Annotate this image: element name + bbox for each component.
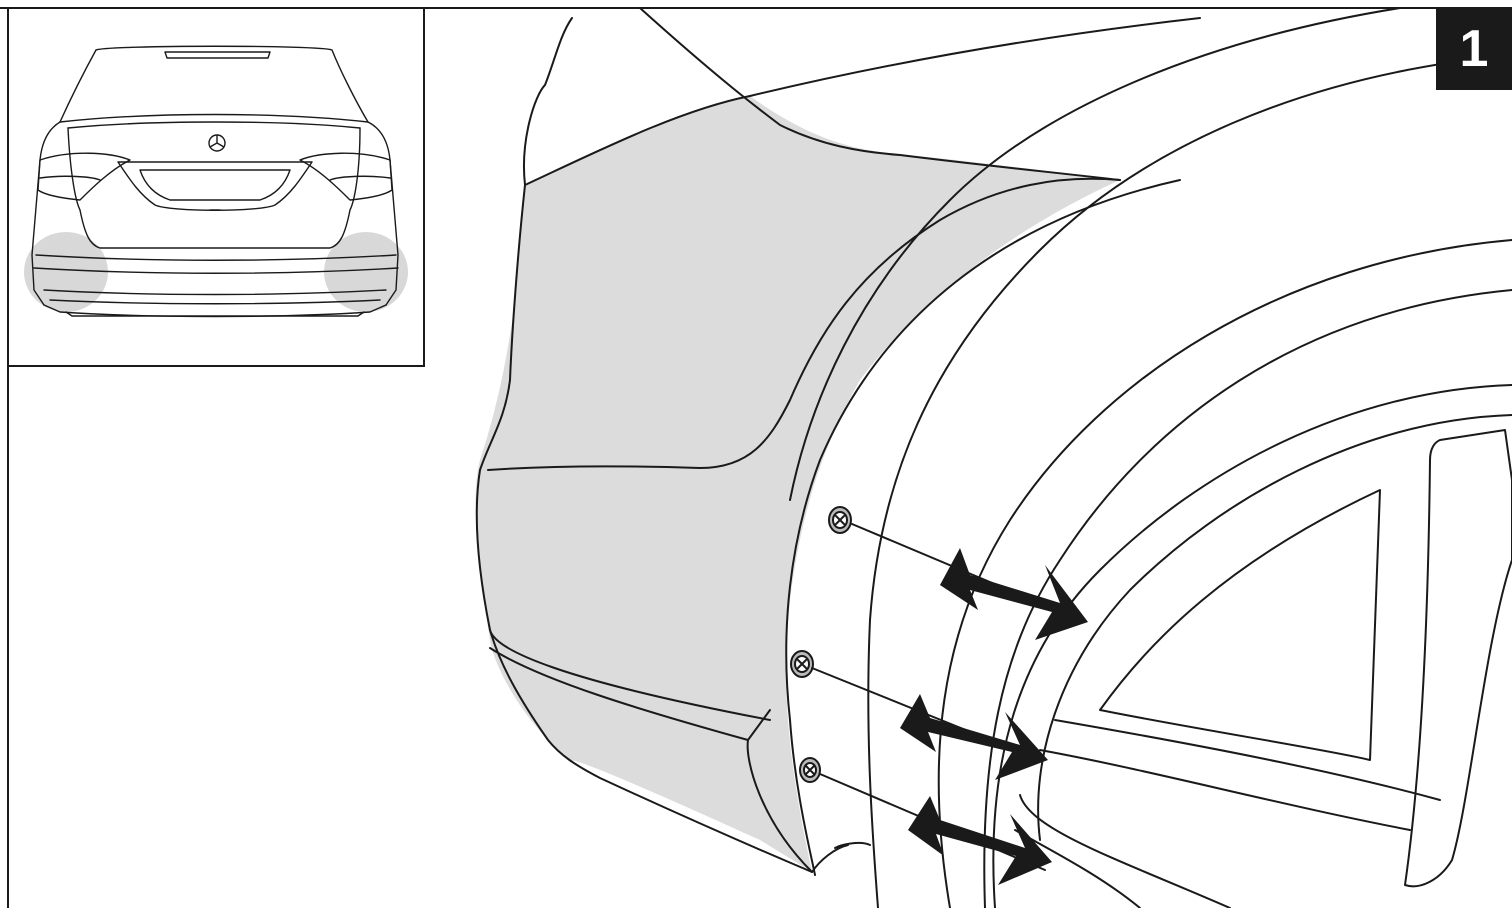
light-edge xyxy=(523,17,573,186)
body-line xyxy=(639,7,1121,181)
inset-highlight-left xyxy=(24,232,108,312)
body-crease xyxy=(749,17,1201,97)
bumper-shaded-area xyxy=(475,96,1120,872)
tire-inner xyxy=(1037,414,1512,841)
step-number-badge: 1 xyxy=(1436,8,1512,90)
fender-arch-1 xyxy=(785,179,1181,876)
screw-icon xyxy=(799,757,821,783)
arrow-icon xyxy=(940,548,1088,640)
screw-icon xyxy=(828,506,852,534)
screw-icon xyxy=(790,650,814,678)
bumper-midline xyxy=(487,177,1121,471)
rim-spoke-window-2 xyxy=(1404,429,1512,888)
inset-rear-view xyxy=(7,7,425,367)
rim-spoke-window xyxy=(1099,489,1381,761)
mercedes-star-icon xyxy=(208,134,226,152)
rim-edge xyxy=(1039,719,1441,831)
wheel-arch-inner xyxy=(983,289,1512,908)
bumper-contour-inner xyxy=(489,629,771,721)
fender-arch-3 xyxy=(867,54,1512,908)
bumper-top-edge xyxy=(524,95,751,186)
bumper-gap xyxy=(811,841,871,873)
rim-lower xyxy=(1014,794,1231,908)
fender-arch-2 xyxy=(789,7,1401,501)
wheel-arch-outer xyxy=(937,239,1512,908)
tire-outer xyxy=(992,384,1512,908)
bumper-lower-edge xyxy=(489,647,813,873)
bumper-corner-edge xyxy=(747,709,771,741)
arrow-icon xyxy=(900,694,1048,780)
arrow-icon xyxy=(908,796,1052,885)
